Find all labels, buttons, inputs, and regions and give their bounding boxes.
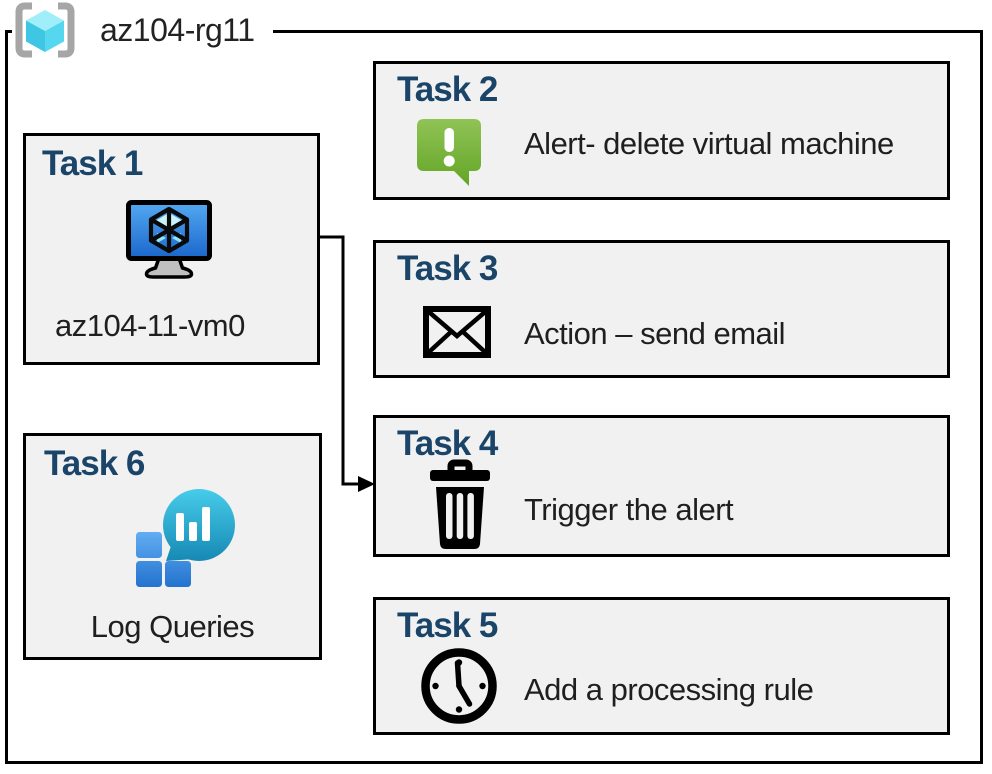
- task-5-title: Task 5: [397, 606, 498, 645]
- resource-group-icon: [12, 1, 78, 59]
- log-analytics-icon: [136, 488, 236, 593]
- task-5-label: Add a processing rule: [524, 672, 814, 707]
- task-6-box: Task 6 Log Q: [23, 433, 322, 660]
- resource-group-name: az104-rg11: [100, 12, 255, 48]
- task-1-box: Task 1 az104-11-vm0: [23, 133, 320, 365]
- task-1-title: Task 1: [42, 144, 143, 183]
- alert-icon: [415, 116, 483, 195]
- task-6-label: Log Queries: [90, 609, 255, 644]
- resource-group-header: az104-rg11: [12, 2, 273, 58]
- email-icon: [423, 306, 491, 363]
- task-1-label: az104-11-vm0: [55, 308, 245, 343]
- task-4-box: Task 4 Trigger the alert: [373, 415, 950, 557]
- task-2-label: Alert- delete virtual machine: [524, 126, 894, 161]
- task-4-label: Trigger the alert: [524, 492, 734, 527]
- task-4-title: Task 4: [397, 424, 498, 463]
- task-3-title: Task 3: [397, 249, 498, 288]
- task-3-box: Task 3 Action – send email: [373, 240, 950, 378]
- trash-icon: [429, 459, 491, 556]
- task-3-label: Action – send email: [524, 316, 786, 351]
- task-2-box: Task 2 Alert- delete virtual machine: [373, 61, 950, 200]
- task-2-title: Task 2: [397, 70, 498, 109]
- task-5-box: Task 5 Add a processing rule: [373, 597, 950, 735]
- virtual-machine-icon: [126, 200, 212, 285]
- clock-icon: [419, 646, 499, 731]
- task-6-title: Task 6: [44, 444, 145, 483]
